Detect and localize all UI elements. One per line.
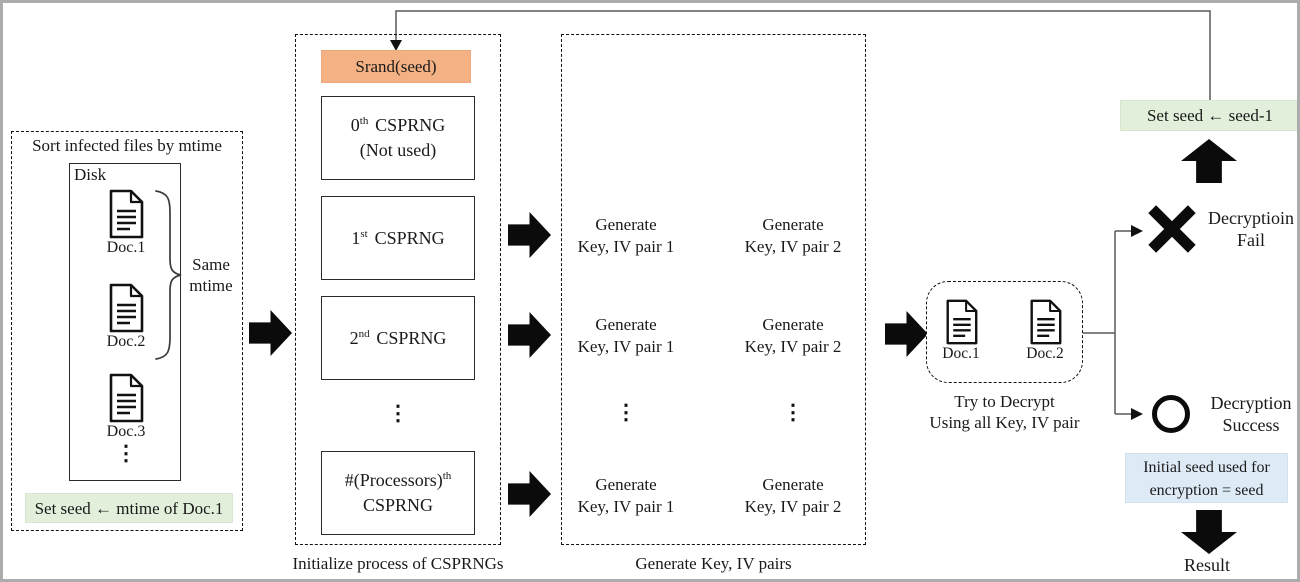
flow-arrow-icon (885, 311, 928, 357)
generate-pair-1-row-2: Generate Key, IV pair 1 (577, 315, 675, 356)
generate-pair-1-row-3: Generate Key, IV pair 1 (577, 475, 675, 516)
generate-pair-2-row-1: Generate Key, IV pair 2 (744, 215, 842, 256)
csprng-ellipsis: ⋮ (387, 401, 409, 425)
srand-box: Srand(seed) (321, 50, 471, 83)
doc1-item: Doc.1 (86, 189, 166, 256)
csprng-panel (295, 34, 501, 545)
document-icon (946, 299, 977, 345)
decrypt-doc2-item: Doc.2 (1009, 299, 1081, 362)
csprng-box-3: #(Processors)th CSPRNG (321, 451, 475, 535)
set-seed-minus1-box: Set seed ← seed-1 (1120, 100, 1297, 131)
disk-ellipsis: ⋮ (115, 441, 137, 465)
sort-files-panel (11, 131, 243, 531)
doc2-item: Doc.2 (86, 283, 166, 350)
flow-arrow-icon (508, 212, 551, 258)
document-icon (109, 189, 144, 239)
generate-pair-1-row-1: Generate Key, IV pair 1 (577, 215, 675, 256)
flow-arrow-icon (508, 471, 551, 517)
csprng-box-0-note: (Not used) (359, 140, 437, 160)
try-decrypt-caption: Try to Decrypt Using all Key, IV pair (929, 392, 1080, 432)
fail-x-icon (1148, 205, 1196, 253)
doc-label: Doc.2 (1026, 345, 1064, 362)
generate-caption: Generate Key, IV pairs (635, 554, 792, 573)
doc3-item: Doc.3 (86, 373, 166, 440)
initial-seed-info-box: Initial seed used for encryption = seed (1125, 453, 1288, 503)
branch-lines (1083, 230, 1132, 415)
fail-arrowhead-icon (1131, 225, 1143, 237)
disk-label: Disk (74, 165, 107, 184)
generate-pair-2-row-3: Generate Key, IV pair 2 (744, 475, 842, 516)
decrypt-doc1-item: Doc.1 (925, 299, 997, 362)
success-circle-icon (1152, 395, 1190, 433)
same-mtime-label: Same mtime (189, 255, 233, 295)
fail-label: Decryptioin Fail (1208, 208, 1294, 250)
set-seed-mtime-box: Set seed ← mtime of Doc.1 (25, 493, 233, 523)
doc-label: Doc.1 (942, 345, 980, 362)
sort-files-title: Sort infected files by mtime (32, 136, 222, 155)
success-arrowhead-icon (1131, 408, 1143, 420)
generate-ellipsis-2: ⋮ (782, 400, 804, 424)
flow-arrow-icon (508, 312, 551, 358)
generate-ellipsis-1: ⋮ (615, 400, 637, 424)
doc-label: Doc.2 (106, 333, 146, 350)
retry-arrow-icon (1181, 139, 1237, 183)
doc-label: Doc.1 (106, 239, 146, 256)
generate-panel (561, 34, 866, 545)
flow-arrow-icon (249, 310, 292, 356)
document-icon (109, 373, 144, 423)
generate-pair-2-row-2: Generate Key, IV pair 2 (744, 315, 842, 356)
brace-icon (155, 190, 182, 360)
document-icon (109, 283, 144, 333)
result-arrow-icon (1181, 510, 1237, 554)
success-label: Decryption Success (1210, 393, 1292, 435)
doc-label: Doc.3 (106, 423, 146, 440)
result-label: Result (1183, 555, 1230, 575)
document-icon (1030, 299, 1061, 345)
csprng-caption: Initialize process of CSPRNGs (292, 554, 504, 573)
